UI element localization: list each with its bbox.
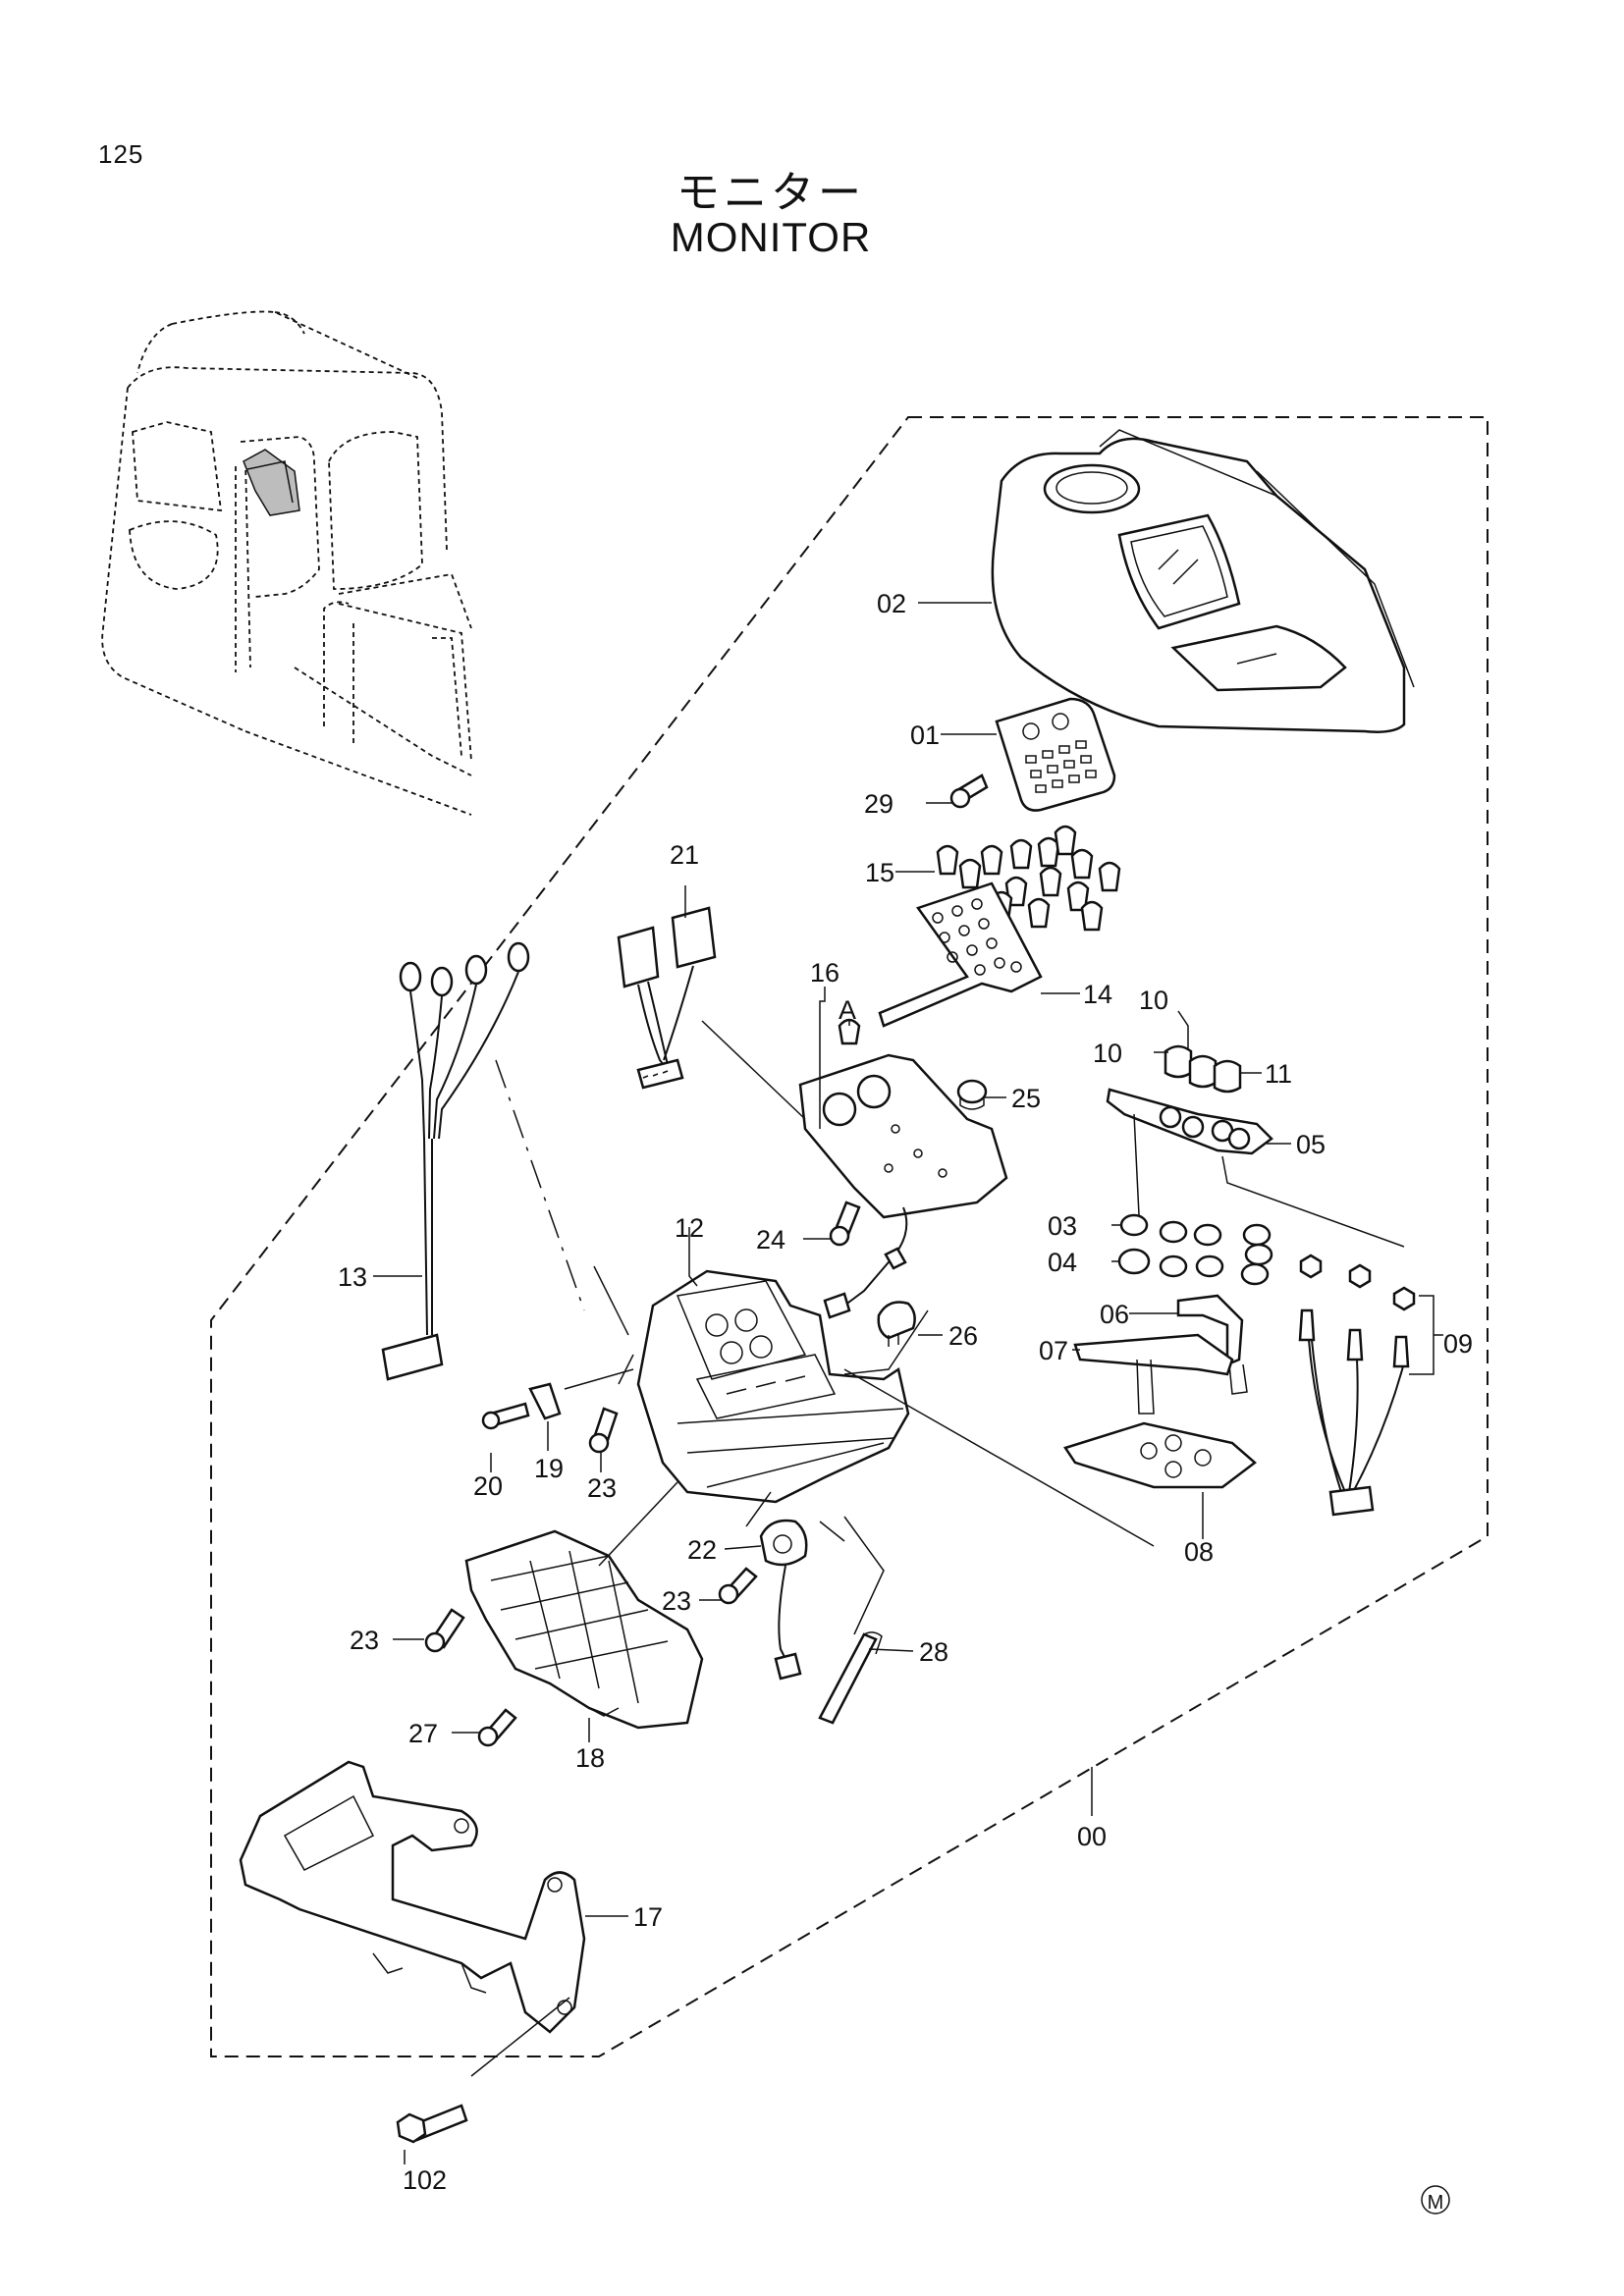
callout-12: 12 [675, 1213, 704, 1243]
explode-lines [470, 1020, 1405, 2077]
part-08-board [1063, 1421, 1257, 1489]
part-02-monitor-cover [991, 429, 1415, 733]
part-17-bracket [239, 1760, 586, 2034]
callout-16: 16 [810, 958, 839, 988]
callout-15: 15 [865, 858, 894, 887]
callout-20: 20 [473, 1471, 503, 1501]
part-09-harness [1298, 1254, 1416, 1517]
callout-labels: 02 01 29 15 21 16 A 14 10 10 11 25 05 03… [338, 589, 1473, 2195]
part-03-socket [1119, 1213, 1273, 1266]
part-20-screw [481, 1402, 530, 1430]
cab-location-sketch [101, 310, 472, 816]
callout-28: 28 [919, 1637, 948, 1667]
callout-26: 26 [948, 1321, 978, 1351]
footer-mark: M [1421, 2185, 1450, 2215]
part-27-screw [477, 1708, 517, 1747]
callout-10-upper: 10 [1139, 986, 1168, 1015]
callout-07: 07 [1039, 1336, 1068, 1365]
part-14-key-sheet [878, 881, 1043, 1028]
callout-29: 29 [864, 789, 893, 819]
part-16-circuit-board [798, 1018, 1008, 1319]
part-01-switch-panel [995, 697, 1116, 812]
callout-06: 06 [1100, 1300, 1129, 1329]
page-number: 125 [98, 139, 144, 169]
leader-lines [373, 602, 1443, 2164]
callout-13: 13 [338, 1262, 367, 1292]
callout-02: 02 [877, 589, 906, 618]
part-10-knob [1164, 1044, 1218, 1089]
part-19-clip [528, 1382, 562, 1420]
part-22-buzzer [759, 1519, 808, 1681]
callout-detail-a: A [839, 995, 856, 1025]
callout-25: 25 [1011, 1084, 1041, 1113]
part-18-cover [464, 1529, 704, 1730]
callout-21: 21 [670, 840, 699, 870]
callout-17: 17 [633, 1902, 663, 1932]
callout-24: 24 [756, 1225, 785, 1255]
callout-00: 00 [1077, 1822, 1107, 1851]
part-05-bracket [1106, 1088, 1273, 1155]
page-title-japanese: モニター [677, 168, 865, 218]
callout-09: 09 [1443, 1329, 1473, 1359]
part-23-screw [424, 1201, 861, 1653]
callout-04: 04 [1048, 1248, 1077, 1277]
callout-14: 14 [1083, 980, 1112, 1009]
part-04-socket [1117, 1248, 1270, 1286]
callout-11: 11 [1265, 1059, 1292, 1089]
callout-03: 03 [1048, 1211, 1077, 1241]
part-15-knobs [936, 825, 1121, 932]
part-25-cap [956, 1079, 988, 1110]
part-13-bulb-harness [381, 941, 530, 1381]
callout-18: 18 [575, 1743, 605, 1773]
callout-102: 102 [403, 2165, 447, 2195]
callout-22: 22 [687, 1535, 717, 1565]
callout-19: 19 [534, 1454, 564, 1483]
callout-08: 08 [1184, 1537, 1214, 1567]
part-102-bolt [396, 2104, 468, 2144]
part-28-cable-tie [818, 1631, 883, 1725]
page-title: MONITOR [670, 214, 872, 260]
part-26-sensor [877, 1301, 916, 1347]
part-21-harness [617, 906, 717, 1090]
part-12-monitor-housing [636, 1269, 910, 1504]
assembly-boundary [210, 416, 1489, 2057]
callout-23-lower: 23 [350, 1626, 379, 1655]
callout-10-lower: 10 [1093, 1039, 1122, 1068]
part-07-bracket [1073, 1333, 1234, 1415]
callout-27: 27 [408, 1719, 438, 1748]
footer-mark-letter: M [1428, 2192, 1444, 2214]
callout-01: 01 [910, 721, 940, 750]
callout-05: 05 [1296, 1130, 1326, 1159]
callout-23-middle: 23 [662, 1586, 691, 1616]
part-29-screw [949, 774, 989, 809]
callout-23-upper: 23 [587, 1473, 617, 1503]
part-11-knob [1213, 1059, 1242, 1094]
